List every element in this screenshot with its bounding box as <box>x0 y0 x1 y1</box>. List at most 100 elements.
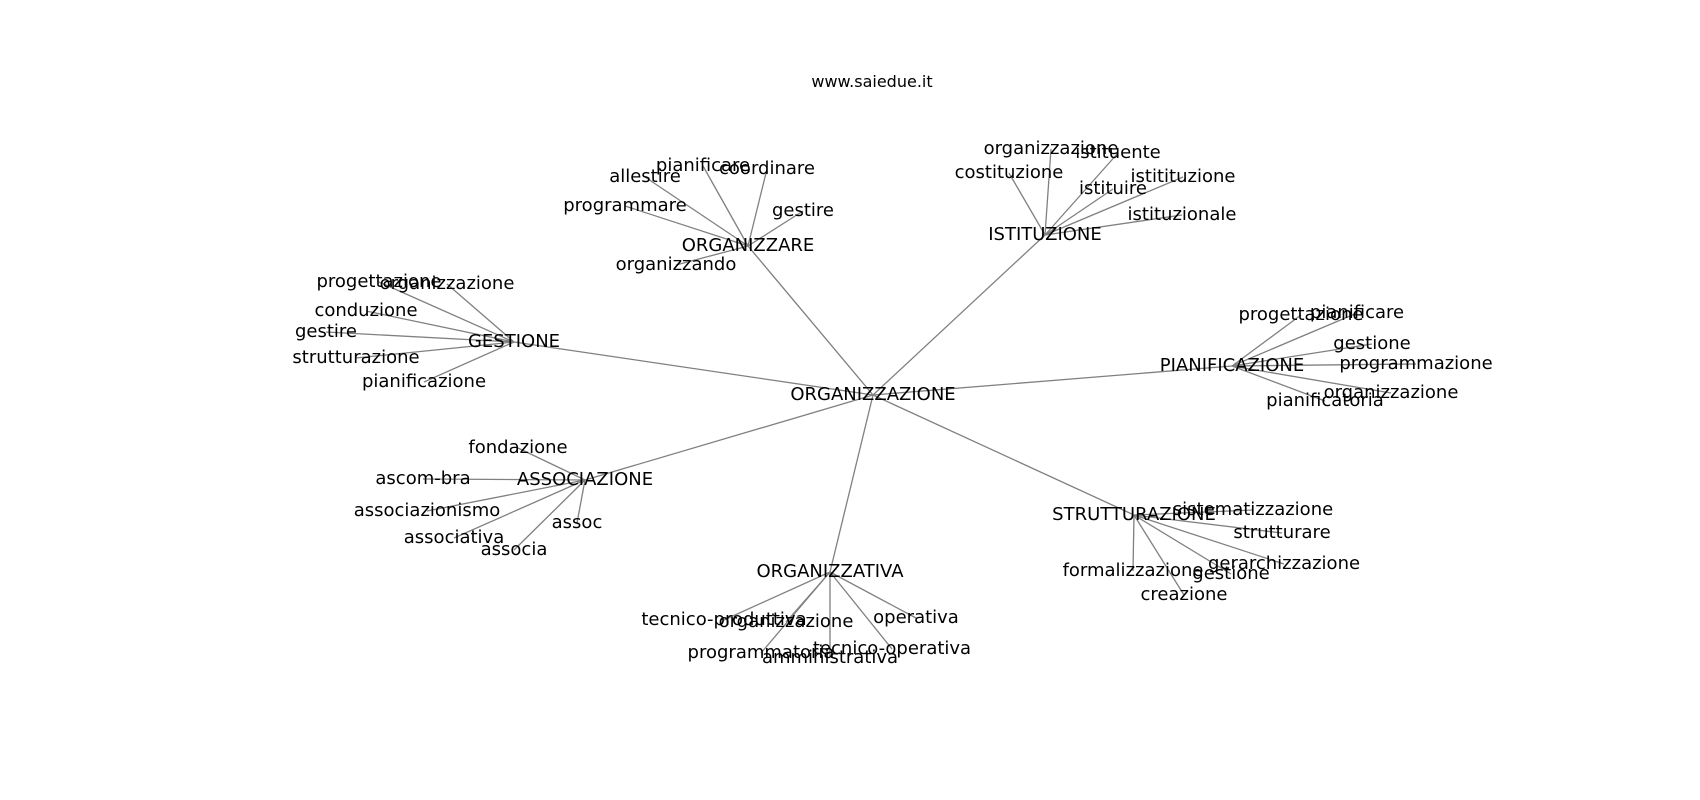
edge-hub-istituzione-to-ist-costituzione <box>1008 172 1046 236</box>
node-hub-associazione: ASSOCIAZIONE <box>517 469 653 490</box>
edge-hub-organizzare-to-org-pianificare <box>702 165 749 247</box>
node-ges-pianificazione: pianificazione <box>362 371 486 392</box>
node-oza-organizzazione: organizzazione <box>719 611 854 632</box>
node-oza-amministrativa: amministrativa <box>762 647 898 668</box>
edge-hub-strutturazione-to-str-sistematizzazione <box>1133 509 1254 516</box>
edge-hub-associazione-to-ass-fondazione <box>517 447 586 481</box>
node-hub-istituzione: ISTITUZIONE <box>988 224 1102 245</box>
edge-hub-pianificazione-to-pia-programmazione <box>1231 363 1417 367</box>
edge-hub-associazione-to-ass-associativa <box>453 479 586 539</box>
edge-root-to-hub-pianificazione <box>872 365 1233 396</box>
edge-hub-gestione-to-ges-pianificazione <box>423 341 515 383</box>
node-oza-tecnico-produttiva: tecnico-produttiva <box>641 609 806 630</box>
edge-root-to-hub-gestione <box>513 341 874 396</box>
node-org-programmare: programmare <box>563 195 686 216</box>
edge-hub-associazione-to-ass-assoc <box>576 479 586 524</box>
node-ges-gestire: gestire <box>295 321 357 342</box>
edge-hub-pianificazione-to-pia-organizzazione <box>1231 365 1392 394</box>
edge-root-to-hub-strutturazione <box>872 394 1135 516</box>
node-pia-gestione: gestione <box>1333 333 1410 354</box>
node-hub-strutturazione: STRUTTURAZIONE <box>1052 504 1216 525</box>
node-str-gestione: gestione <box>1192 563 1269 584</box>
node-pia-pianificare: pianificare <box>1310 302 1404 323</box>
edge-hub-pianificazione-to-pia-pianificatoria <box>1231 365 1326 402</box>
edge-hub-strutturazione-to-str-gestione <box>1133 514 1232 575</box>
edge-hub-strutturazione-to-str-gerarchizzazione <box>1133 514 1285 565</box>
edge-hub-pianificazione-to-pia-pianificare <box>1231 312 1358 367</box>
node-hub-organizzare: ORGANIZZARE <box>682 235 815 256</box>
edge-hub-gestione-to-ges-organizzazione <box>446 283 515 343</box>
edge-hub-istituzione-to-ist-istitituzione <box>1044 176 1184 236</box>
node-ges-organizzazione: organizzazione <box>380 273 515 294</box>
node-ges-progettazione: progettazione <box>316 271 441 292</box>
edge-hub-associazione-to-ass-associa <box>513 479 586 551</box>
node-oza-programmatoria: programmatoria <box>688 642 835 663</box>
node-oza-tecnico-operativa: tecnico-operativa <box>813 638 971 659</box>
edge-hub-istituzione-to-ist-istituzionale <box>1044 214 1183 236</box>
edge-hub-organizzativa-to-oza-programmatoria <box>760 571 831 654</box>
node-ass-assoc: assoc <box>552 512 603 533</box>
node-ist-istitituzione: istitituzione <box>1131 166 1236 187</box>
edge-hub-organizzare-to-org-organizzando <box>675 245 749 266</box>
node-org-gestire: gestire <box>772 200 834 221</box>
node-root: ORGANIZZAZIONE <box>790 384 955 405</box>
node-ist-istituente: istituente <box>1075 142 1161 163</box>
site-url: www.saiedue.it <box>811 72 932 91</box>
node-ist-organizzazione: organizzazione <box>984 138 1119 159</box>
edge-root-to-hub-associazione <box>584 394 874 481</box>
node-ist-istituire: istituire <box>1079 178 1147 199</box>
edge-hub-istituzione-to-ist-istituente <box>1044 152 1119 236</box>
node-ass-ascom-bra: ascom-bra <box>375 468 470 489</box>
node-ist-istituzionale: istituzionale <box>1128 204 1237 225</box>
edge-hub-associazione-to-ass-associazionismo <box>426 479 586 512</box>
node-ges-strutturazione: strutturazione <box>292 347 419 368</box>
node-str-gerarchizzazione: gerarchizzazione <box>1208 553 1360 574</box>
node-org-organizzando: organizzando <box>616 254 737 275</box>
edge-hub-organizzativa-to-oza-tecnico-operativa <box>829 571 893 650</box>
edge-hub-strutturazione-to-str-strutturare <box>1133 514 1283 534</box>
edge-hub-organizzare-to-org-allestire <box>644 176 749 247</box>
node-org-allestire: allestire <box>609 166 681 187</box>
node-ass-associa: associa <box>481 539 548 560</box>
edge-hub-gestione-to-ges-conduzione <box>365 310 515 343</box>
node-pia-organizzazione: organizzazione <box>1324 382 1459 403</box>
edge-hub-istituzione-to-ist-organizzazione <box>1044 148 1052 236</box>
node-hub-organizzativa: ORGANIZZATIVA <box>756 561 904 582</box>
edge-hub-associazione-to-ass-ascom-bra <box>422 478 586 481</box>
graph-edges <box>325 148 1417 658</box>
node-str-strutturare: strutturare <box>1233 522 1330 543</box>
node-hub-gestione: GESTIONE <box>468 331 560 352</box>
edge-hub-pianificazione-to-pia-progettazione <box>1231 314 1302 367</box>
node-ass-fondazione: fondazione <box>468 437 567 458</box>
edge-hub-organizzare-to-org-coordinare <box>747 168 768 247</box>
edge-hub-organizzare-to-org-gestire <box>747 210 804 247</box>
edge-root-to-hub-istituzione <box>872 234 1046 396</box>
node-pia-programmazione: programmazione <box>1339 353 1492 374</box>
node-org-coordinare: coordinare <box>719 158 815 179</box>
edge-hub-strutturazione-to-str-creazione <box>1133 514 1185 596</box>
node-ass-associazionismo: associazionismo <box>354 500 501 521</box>
node-oza-operativa: operativa <box>873 607 959 628</box>
edge-root-to-hub-organizzare <box>747 245 874 396</box>
node-str-creazione: creazione <box>1141 584 1228 605</box>
edge-hub-pianificazione-to-pia-gestione <box>1231 343 1373 367</box>
edge-hub-gestione-to-ges-progettazione <box>378 281 515 343</box>
edge-root-to-hub-organizzativa <box>829 394 874 573</box>
node-str-sistematizzazione: sistematizzazione <box>1173 499 1333 520</box>
node-str-formalizzazione: formalizzazione <box>1063 560 1204 581</box>
node-hub-pianificazione: PIANIFICAZIONE <box>1160 355 1304 376</box>
edge-hub-gestione-to-ges-strutturazione <box>355 341 515 359</box>
node-ist-costituzione: costituzione <box>955 162 1064 183</box>
edge-hub-gestione-to-ges-gestire <box>325 331 515 343</box>
node-ass-associativa: associativa <box>404 527 504 548</box>
edge-hub-istituzione-to-ist-istituire <box>1044 188 1114 236</box>
edge-hub-organizzativa-to-oza-operativa <box>829 571 917 619</box>
node-ges-conduzione: conduzione <box>314 300 417 321</box>
graph-nodes: ORGANIZZAZIONE ORGANIZZARE ISTITUZIONE GEST… <box>292 138 1492 668</box>
node-pia-pianificatoria: pianificatoria <box>1266 390 1384 411</box>
node-pia-progettazione: progettazione <box>1238 304 1363 325</box>
edge-hub-strutturazione-to-str-formalizzazione <box>1132 514 1135 572</box>
node-org-pianificare: pianificare <box>656 155 750 176</box>
edge-hub-organizzare-to-org-programmare <box>624 205 749 247</box>
